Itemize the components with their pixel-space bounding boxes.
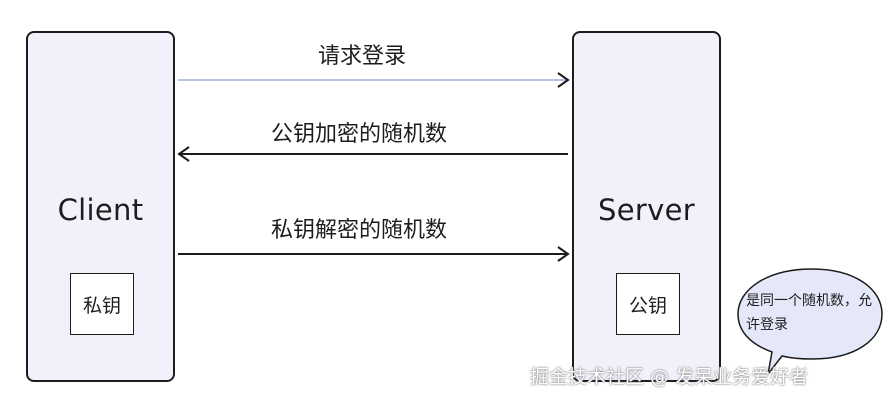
server-title: Server [598, 193, 695, 227]
encrypted-random-label: 公钥加密的随机数 [271, 122, 448, 147]
public-key-box: 公钥 [616, 273, 680, 335]
callout-text: 是同一个随机数，允许登录 [746, 293, 872, 333]
private-key-box: 私钥 [70, 273, 134, 335]
client-box: Client 私钥 [26, 31, 175, 382]
request-login-arrow [178, 72, 570, 88]
encrypted-random-arrow [177, 146, 568, 162]
server-box: Server 公钥 [572, 31, 721, 382]
decrypted-random-label: 私钥解密的随机数 [271, 218, 448, 243]
callout-bubble [737, 268, 883, 375]
request-login-label: 请求登录 [318, 44, 407, 69]
watermark: 掘金技术社区 @ 发呆业务爱好者 [530, 366, 809, 388]
client-title: Client [57, 193, 144, 227]
decrypted-random-arrow [178, 246, 570, 262]
